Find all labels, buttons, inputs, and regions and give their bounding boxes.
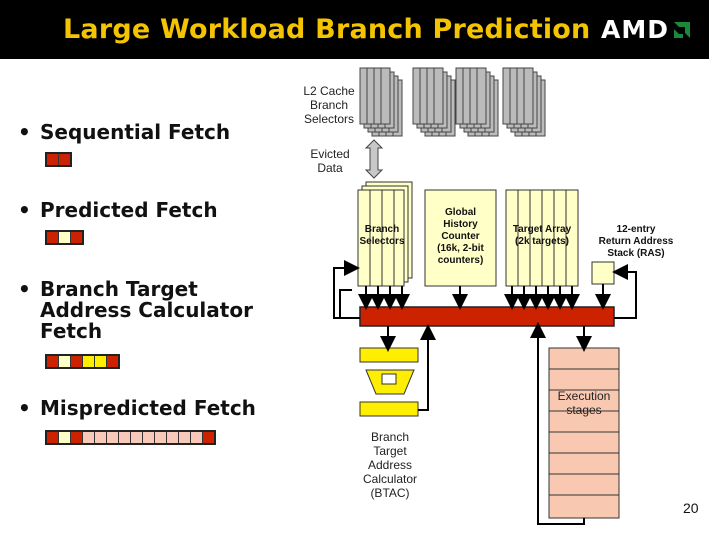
logo-text: AMD <box>601 15 669 44</box>
fetch-cell <box>95 356 107 367</box>
fetch-cell <box>155 432 167 443</box>
fetch-cell <box>59 154 70 165</box>
execution-stages-label: Execution stages <box>557 389 611 417</box>
l2-cache-label: L2 Cache Branch Selectors <box>303 84 355 126</box>
global-history-label: Global History Counter (16k, 2-bit count… <box>437 207 484 266</box>
bullet-dot: • <box>18 396 31 420</box>
fetch-cell <box>47 232 59 243</box>
fetch-cell <box>107 356 118 367</box>
branch-selectors-block <box>357 181 413 287</box>
global-history-box <box>424 189 497 287</box>
bullet-text: Branch Target Address Calculator Fetch <box>40 277 253 343</box>
fetch-cell <box>131 432 143 443</box>
fetch-cell <box>167 432 179 443</box>
fetch-cell <box>143 432 155 443</box>
title-bar: Large Workload Branch Prediction AMD <box>0 0 709 59</box>
fetch-bus <box>359 306 615 327</box>
branch-selectors-label: Branch Selectors <box>359 224 405 247</box>
fetch-cell <box>47 432 59 443</box>
bullet-dot: • <box>18 120 31 144</box>
fetch-cell <box>47 356 59 367</box>
fetch-bar-mispredicted <box>45 430 216 445</box>
fetch-cell <box>83 432 95 443</box>
fetch-bar-sequential <box>45 152 72 167</box>
fetch-cell <box>71 432 83 443</box>
fetch-cell <box>59 356 71 367</box>
fetch-cell <box>83 356 95 367</box>
fetch-bar-predicted <box>45 230 84 245</box>
fetch-cell <box>71 356 83 367</box>
ras-box <box>591 261 615 285</box>
btac-block <box>359 347 419 417</box>
fetch-cell <box>119 432 131 443</box>
fetch-cell <box>71 232 82 243</box>
fetch-cell <box>179 432 191 443</box>
fetch-cell <box>47 154 59 165</box>
target-array-block <box>505 189 579 287</box>
bullet-dot: • <box>18 277 31 301</box>
page-number: 20 <box>683 500 699 516</box>
fetch-cell <box>95 432 107 443</box>
fetch-bar-btac <box>45 354 120 369</box>
fetch-cell <box>107 432 119 443</box>
evicted-data-label: Evicted Data <box>310 147 350 175</box>
bullet-text: Sequential Fetch <box>40 120 231 144</box>
fetch-cell <box>59 232 71 243</box>
fetch-cell <box>191 432 203 443</box>
evicted-arrow <box>364 139 384 179</box>
fetch-cell <box>203 432 214 443</box>
amd-logo: AMD <box>601 15 691 44</box>
amd-arrow-icon <box>673 21 690 38</box>
fetch-cell <box>59 432 71 443</box>
l2-cache-stacks <box>359 67 546 137</box>
execution-stages <box>548 347 620 519</box>
bullet-text: Mispredicted Fetch <box>40 396 256 420</box>
btac-label: Branch Target Address Calculator (BTAC) <box>362 430 418 500</box>
ras-label: 12-entry Return Address Stack (RAS) <box>598 224 674 259</box>
bullet-dot: • <box>18 198 31 222</box>
target-array-label: Target Array (2k targets) <box>512 224 572 247</box>
slide-title: Large Workload Branch Prediction <box>63 14 591 45</box>
bullet-text: Predicted Fetch <box>40 198 218 222</box>
